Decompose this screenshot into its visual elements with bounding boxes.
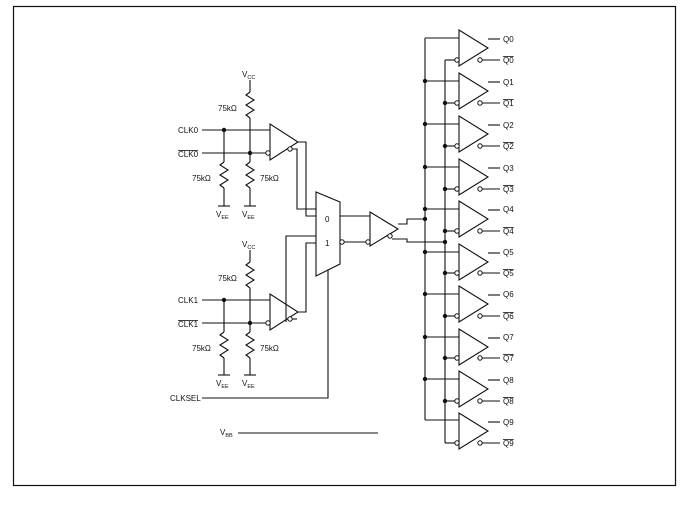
output-qbar-label: Q0 — [503, 56, 514, 65]
resistor-vee-clk1 — [218, 331, 230, 359]
resistor-vee-clk1-bar — [244, 331, 256, 359]
output-buffer-q0: Q0 Q0 — [425, 29, 514, 67]
output-buffer-q3: Q3 Q3 — [422, 158, 514, 196]
resistor-label: 75kΩ — [260, 344, 279, 353]
output-q-label: Q7 — [503, 333, 514, 342]
output-qbar-label: Q8 — [503, 397, 514, 406]
resistor-vcc-clk0 — [244, 91, 256, 119]
resistor-label: 75kΩ — [218, 274, 237, 283]
output-buffer-q1: Q1 Q1 — [422, 72, 514, 110]
resistor-label: 75kΩ — [218, 104, 237, 113]
mux-input-1-label: 1 — [325, 239, 330, 248]
mux-input-0-label: 0 — [325, 215, 330, 224]
vcc-label-bottom: VCC — [242, 240, 255, 251]
output-buffer-q6: Q6 Q6 — [422, 285, 514, 323]
vee-label: VEE — [242, 379, 255, 390]
vcc-label-top: VCC — [242, 70, 255, 81]
resistor-label: 75kΩ — [192, 174, 211, 183]
output-qbar-label: Q4 — [503, 227, 514, 236]
output-qbar-label: Q5 — [503, 269, 514, 278]
diagram-border — [12, 5, 677, 487]
output-q-label: Q3 — [503, 164, 514, 173]
output-q-label: Q4 — [503, 205, 514, 214]
output-q-label: Q2 — [503, 121, 514, 130]
output-qbar-label: Q2 — [503, 142, 514, 151]
clk1-bar-label: CLK1 — [178, 320, 199, 329]
resistor-vee-clk0 — [218, 161, 230, 189]
output-qbar-label: Q3 — [503, 185, 514, 194]
vee-label: VEE — [242, 210, 255, 221]
vee-label: VEE — [216, 210, 229, 221]
output-buffers: Q0 Q0 Q1 Q1 Q2 — [422, 29, 514, 450]
clk1-input-buffer — [269, 292, 300, 332]
clk0-input-section: VCC 75kΩ CLK0 CLK0 75kΩ VEE 75kΩ VEE — [178, 70, 316, 221]
internal-buffer — [369, 211, 400, 247]
clk1-label: CLK1 — [178, 296, 199, 305]
clksel-line — [202, 270, 329, 399]
output-qbar-label: Q6 — [503, 312, 514, 321]
resistor-vee-clk0-bar — [244, 161, 256, 189]
output-qbar-label: Q7 — [503, 354, 514, 363]
clk0-input-buffer — [269, 122, 300, 162]
clock-select-mux — [315, 191, 341, 277]
output-q-label: Q1 — [503, 78, 514, 87]
output-buffer-q9: Q9 Q9 — [425, 412, 514, 450]
clk0-label: CLK0 — [178, 126, 199, 135]
output-q-label: Q0 — [503, 35, 514, 44]
output-q-label: Q9 — [503, 418, 514, 427]
vee-label: VEE — [216, 379, 229, 390]
output-q-label: Q8 — [503, 376, 514, 385]
output-buffer-q7: Q7 Q7 — [422, 328, 514, 366]
vbb-label: VBB — [220, 428, 233, 439]
output-buffer-q4: Q4 Q4 — [422, 200, 514, 238]
output-qbar-label: Q9 — [503, 439, 514, 448]
resistor-label: 75kΩ — [192, 344, 211, 353]
output-buffer-q5: Q5 Q5 — [422, 239, 514, 281]
output-buffer-q8: Q8 Q8 — [422, 370, 514, 408]
output-q-label: Q6 — [503, 290, 514, 299]
clksel-label: CLKSEL — [170, 394, 201, 403]
clk0-bar-label: CLK0 — [178, 150, 199, 159]
resistor-vcc-clk1 — [244, 261, 256, 289]
output-buffer-q2: Q2 Q2 — [422, 115, 514, 153]
resistor-label: 75kΩ — [260, 174, 279, 183]
output-q-label: Q5 — [503, 248, 514, 257]
output-qbar-label: Q1 — [503, 99, 514, 108]
clk1-input-section: VCC 75kΩ CLK1 CLK1 75kΩ VEE 75kΩ VEE — [178, 235, 316, 390]
